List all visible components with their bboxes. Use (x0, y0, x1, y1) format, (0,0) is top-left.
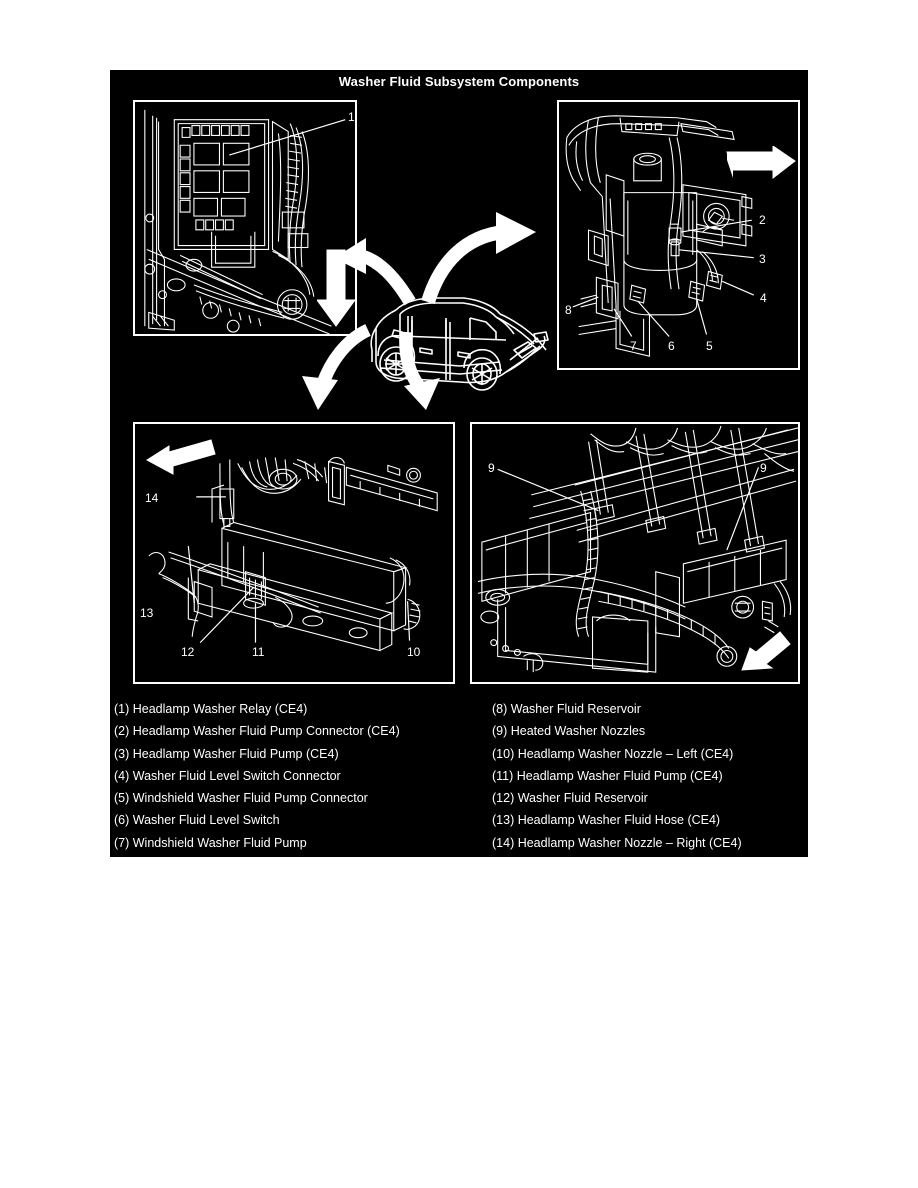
front-fascia-headlamp-washer-line-art (148, 456, 438, 652)
callout-9-left: 9 (488, 461, 495, 475)
panel-bottom-right-cowl-nozzles: 9 9 (470, 422, 800, 684)
vehicle-and-callout-arrows (302, 212, 549, 410)
legend-item-7: (7) Windshield Washer Fluid Pump (114, 835, 307, 850)
legend-column-left: (1) Headlamp Washer Relay (CE4) (2) Head… (114, 698, 464, 854)
direction-arrow-up-left-icon (146, 439, 216, 475)
legend-item-14: (14) Headlamp Washer Nozzle – Right (CE4… (492, 835, 742, 850)
center-vehicle-illustration (300, 210, 570, 420)
callout-11: 11 (252, 645, 265, 659)
panel-bottom-left-front-fascia: 14 13 12 11 10 (133, 422, 455, 684)
legend-item-3: (3) Headlamp Washer Fluid Pump (CE4) (114, 746, 339, 761)
direction-arrow-right-icon (726, 146, 796, 180)
legend-item-9: (9) Heated Washer Nozzles (492, 724, 646, 739)
legend: (1) Headlamp Washer Relay (CE4) (2) Head… (110, 698, 808, 856)
callout-9-right: 9 (760, 461, 767, 475)
callout-7: 7 (630, 339, 637, 353)
legend-item-5: (5) Windshield Washer Fluid Pump Connect… (114, 791, 368, 806)
legend-item-13: (13) Headlamp Washer Fluid Hose (CE4) (492, 813, 721, 828)
callout-3: 3 (759, 252, 766, 266)
cowl-heated-washer-nozzles-line-art (477, 425, 798, 673)
legend-column-right: (8) Washer Fluid Reservoir (9) Heated Wa… (492, 698, 802, 854)
legend-item-12: (12) Washer Fluid Reservoir (492, 791, 648, 806)
callout-6: 6 (668, 339, 675, 353)
fuse-relay-block-line-art (144, 109, 346, 334)
legend-item-8: (8) Washer Fluid Reservoir (492, 702, 641, 716)
callout-2: 2 (759, 213, 766, 227)
washer-fluid-reservoir-line-art (565, 115, 754, 357)
callout-4: 4 (760, 291, 767, 305)
callout-14: 14 (145, 491, 159, 505)
figure-title: Washer Fluid Subsystem Components (338, 74, 580, 89)
panel-top-left-fuse-relay-block: 1 (133, 100, 357, 336)
legend-item-2: (2) Headlamp Washer Fluid Pump Connector… (114, 724, 400, 739)
legend-item-6: (6) Washer Fluid Level Switch (114, 813, 280, 828)
callout-12: 12 (181, 645, 195, 659)
direction-arrow-down-right-icon (741, 631, 791, 671)
legend-item-10: (10) Headlamp Washer Nozzle – Left (CE4) (492, 746, 734, 761)
panel-top-right-washer-fluid-reservoir: 2 3 4 5 6 7 8 (557, 100, 800, 370)
callout-5: 5 (706, 339, 713, 353)
legend-item-1: (1) Headlamp Washer Relay (CE4) (114, 702, 308, 716)
legend-item-4: (4) Washer Fluid Level Switch Connector (114, 768, 341, 783)
legend-item-11: (11) Headlamp Washer Fluid Pump (CE4) (492, 768, 723, 783)
figure-plate: Washer Fluid Subsystem Components (110, 70, 808, 857)
callout-13: 13 (140, 606, 154, 620)
callout-1: 1 (348, 110, 355, 124)
callout-10: 10 (407, 645, 421, 659)
callout-8: 8 (565, 303, 572, 317)
